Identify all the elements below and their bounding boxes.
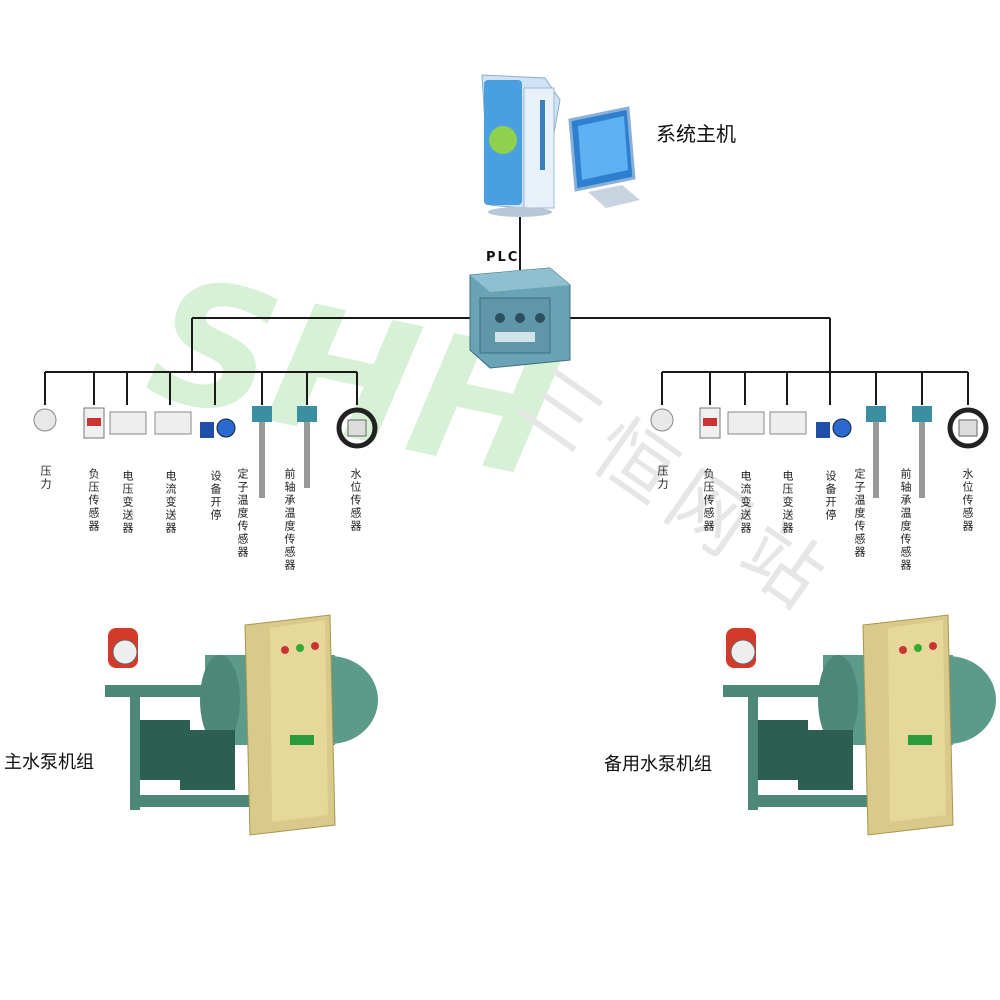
right-sensor-label: 电流变送器 [739,470,752,535]
left-sensor-label: 前轴承温度传感器 [283,468,296,572]
plc-cabinet-icon [469,267,571,369]
right-sensor-label: 水位传感器 [961,468,974,533]
left-sensor-label: 压力 [39,465,52,491]
left-sensor-label: 负压传感器 [87,468,100,533]
right-sensor-label: 设备开停 [824,470,837,522]
left-sensor-label: 电流变送器 [164,470,177,535]
main-pump-label: 主水泵机组 [4,752,94,773]
host-label: 系统主机 [656,122,736,146]
plc-label: PLC [486,250,520,265]
right-sensor-label: 定子温度传感器 [853,468,866,559]
backup-pump-label: 备用水泵机组 [604,754,712,775]
right-sensor-label: 电压变送器 [781,470,794,535]
left-sensor-icons [33,406,378,498]
left-sensor-label: 电压变送器 [121,470,134,535]
right-sensor-label: 负压传感器 [702,468,715,533]
host-computer-icon [481,74,640,217]
left-sensor-label: 设备开停 [209,470,222,522]
left-sensor-label: 定子温度传感器 [236,468,249,559]
right-pump-unit-icon [723,614,996,836]
left-sensor-label: 水位传感器 [349,468,362,533]
right-sensor-icons [650,406,989,498]
right-sensor-label: 压力 [656,465,669,491]
right-sensor-label: 前轴承温度传感器 [899,468,912,572]
left-pump-unit-icon [105,614,378,836]
